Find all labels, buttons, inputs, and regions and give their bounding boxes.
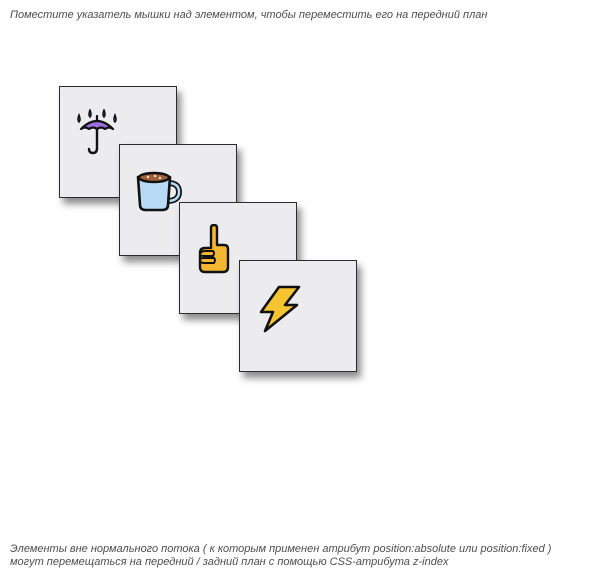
hot-beverage-mug-icon — [136, 171, 183, 212]
card-mug[interactable] — [119, 144, 237, 256]
umbrella-with-rain-icon — [77, 109, 117, 155]
card-umbrella[interactable] — [59, 86, 177, 198]
lightning-bolt-icon — [259, 285, 301, 333]
footer-line-2: могут перемещаться на передний / задний … — [10, 556, 449, 568]
footer-line-1: Элементы вне нормального потока ( к кото… — [10, 543, 552, 555]
card-lightning[interactable] — [239, 260, 357, 372]
footer-text: Элементы вне нормального потока ( к кото… — [10, 543, 595, 569]
instruction-text: Поместите указатель мышки над элементом,… — [10, 9, 488, 21]
pointing-up-hand-icon — [198, 224, 230, 274]
